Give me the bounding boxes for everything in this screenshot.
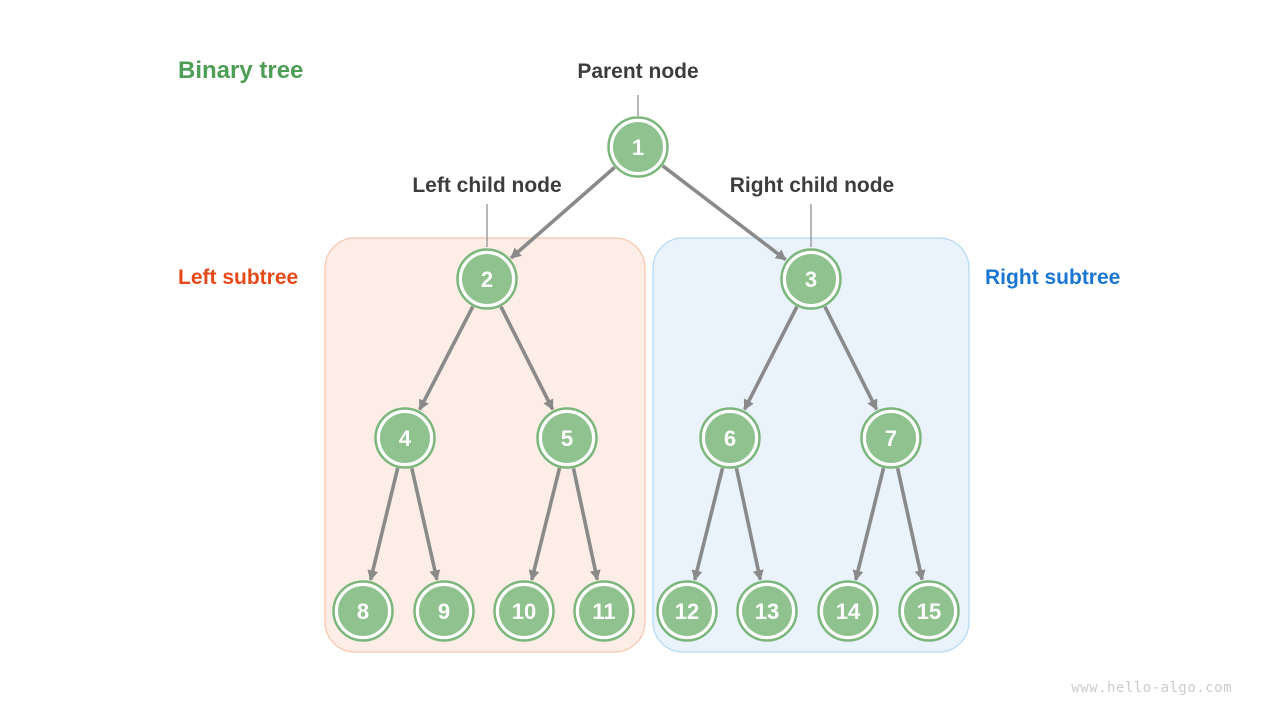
node-body bbox=[613, 122, 663, 172]
tree-node-14: 14 bbox=[817, 580, 879, 642]
node-body bbox=[499, 586, 549, 636]
tree-node-2: 2 bbox=[456, 248, 518, 310]
node-body bbox=[579, 586, 629, 636]
tree-edge-7-14 bbox=[852, 467, 886, 581]
tree-node-4: 4 bbox=[374, 407, 436, 469]
tree-edge-6-13 bbox=[734, 467, 764, 581]
tree-node-5: 5 bbox=[536, 407, 598, 469]
node-body bbox=[338, 586, 388, 636]
tree-edge-1-2 bbox=[509, 166, 616, 260]
tree-node-7: 7 bbox=[860, 407, 922, 469]
node-value: 15 bbox=[917, 599, 941, 624]
tree-edge-7-15 bbox=[895, 467, 926, 581]
tree-edge-2-5 bbox=[499, 305, 555, 411]
node-value: 10 bbox=[512, 599, 536, 624]
tree-node-10: 10 bbox=[493, 580, 555, 642]
tree-node-9: 9 bbox=[413, 580, 475, 642]
node-body bbox=[542, 413, 592, 463]
node-value: 5 bbox=[561, 426, 573, 451]
node-value: 2 bbox=[481, 267, 493, 292]
node-value: 14 bbox=[836, 599, 861, 624]
node-value: 13 bbox=[755, 599, 779, 624]
node-body bbox=[380, 413, 430, 463]
node-value: 8 bbox=[357, 599, 369, 624]
tree-node-12: 12 bbox=[656, 580, 718, 642]
watermark: www.hello-algo.com bbox=[1071, 680, 1232, 696]
node-value: 6 bbox=[724, 426, 736, 451]
tree-edge-4-8 bbox=[367, 467, 400, 581]
tree-edge-2-4 bbox=[418, 305, 475, 411]
left-child-node-label: Left child node bbox=[412, 174, 562, 197]
node-value: 12 bbox=[675, 599, 699, 624]
node-value: 7 bbox=[885, 426, 897, 451]
tree-node-11: 11 bbox=[573, 580, 635, 642]
node-value: 9 bbox=[438, 599, 450, 624]
left-subtree-label: Left subtree bbox=[178, 266, 299, 289]
node-value: 3 bbox=[805, 267, 817, 292]
tree-node-6: 6 bbox=[699, 407, 761, 469]
node-body bbox=[742, 586, 792, 636]
node-value: 1 bbox=[632, 135, 644, 160]
tree-node-15: 15 bbox=[898, 580, 960, 642]
left-subtree-box bbox=[324, 237, 646, 653]
tree-edge-5-10 bbox=[528, 467, 562, 581]
tree-node-8: 8 bbox=[332, 580, 394, 642]
node-body bbox=[904, 586, 954, 636]
parent-node-label: Parent node bbox=[577, 60, 699, 83]
tree-node-3: 3 bbox=[780, 248, 842, 310]
node-body bbox=[705, 413, 755, 463]
node-value: 11 bbox=[592, 599, 615, 624]
node-value: 4 bbox=[399, 426, 412, 451]
tree-edge-3-7 bbox=[823, 305, 879, 411]
tree-edge-4-9 bbox=[410, 467, 441, 581]
right-child-node-label: Right child node bbox=[729, 174, 895, 197]
figure-title: Binary tree bbox=[178, 57, 304, 84]
node-body bbox=[462, 254, 512, 304]
node-body bbox=[866, 413, 916, 463]
tree-node-13: 13 bbox=[736, 580, 798, 642]
tree-edge-5-11 bbox=[571, 467, 601, 581]
tree-edge-6-12 bbox=[691, 467, 725, 581]
node-body bbox=[786, 254, 836, 304]
node-body bbox=[823, 586, 873, 636]
tree-edge-3-6 bbox=[742, 305, 799, 411]
node-body bbox=[662, 586, 712, 636]
tree-edge-1-3 bbox=[661, 164, 787, 262]
right-subtree-label: Right subtree bbox=[985, 266, 1121, 289]
node-body bbox=[419, 586, 469, 636]
tree-node-1: 1 bbox=[607, 116, 669, 178]
